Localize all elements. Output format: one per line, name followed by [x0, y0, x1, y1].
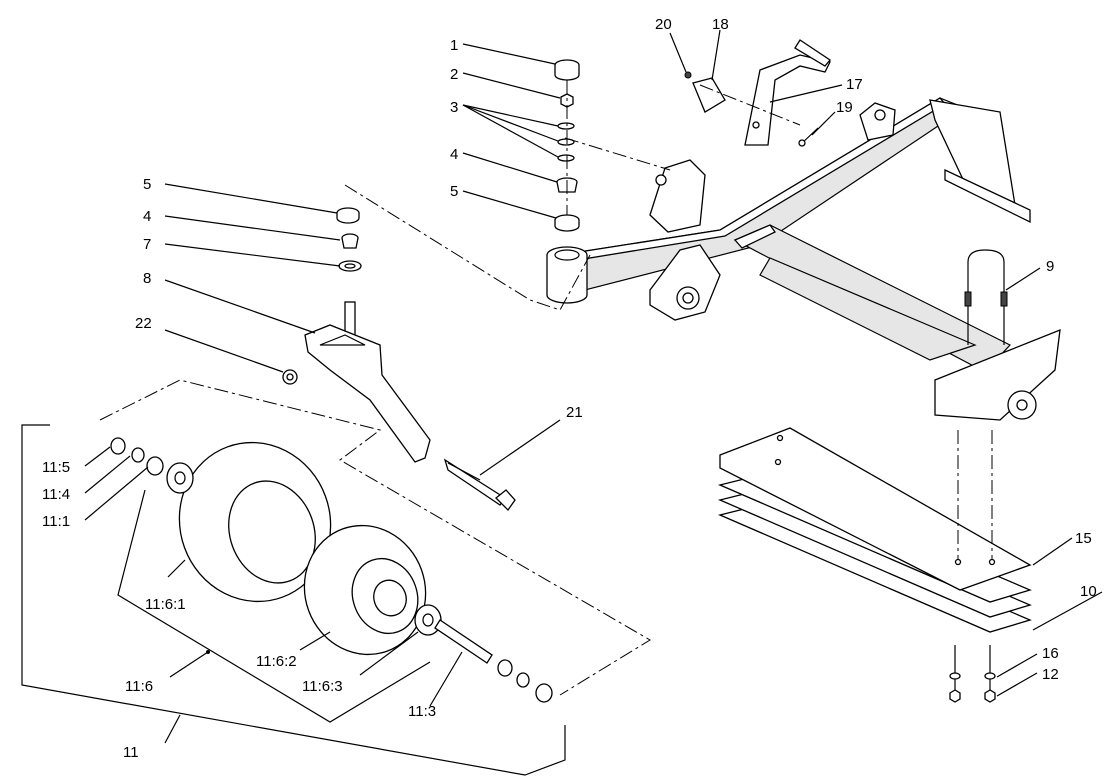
main-frame: [546, 97, 1061, 421]
label-19: 19: [836, 99, 853, 116]
center-lines: [99, 80, 801, 696]
caster-fork-hardware: [336, 207, 362, 272]
label-8: 8: [143, 270, 151, 287]
label-17: 17: [846, 76, 863, 93]
label-11-3: 11:3: [408, 703, 436, 720]
caster-fork: [282, 301, 431, 463]
label-16: 16: [1042, 645, 1059, 662]
bracket-plate: [684, 71, 819, 147]
label-7: 7: [143, 236, 151, 253]
u-bolt: [964, 249, 1008, 345]
label-4-top: 4: [450, 146, 458, 163]
label-11-6: 11:6: [125, 678, 153, 695]
weight-plates: [717, 427, 1032, 703]
label-11-6-2: 11:6:2: [256, 653, 297, 670]
label-21: 21: [566, 404, 583, 421]
label-1: 1: [450, 37, 458, 54]
label-18: 18: [712, 16, 729, 33]
label-4-left: 4: [143, 208, 151, 225]
label-11-6-1: 11:6:1: [145, 596, 186, 613]
label-11-5: 11:5: [42, 459, 70, 476]
hitch-bracket: [744, 39, 831, 146]
part-number-labels: 1 2 3 4 5 20 18 17 19 5 4 7 8 22 9 21 15…: [42, 16, 1097, 761]
label-5-top: 5: [450, 183, 458, 200]
label-5-left: 5: [143, 176, 151, 193]
label-22: 22: [135, 315, 152, 332]
group-bracket-11: [21, 424, 566, 776]
label-2: 2: [450, 66, 458, 83]
wheel-assembly: [110, 437, 553, 703]
spindle-hardware-stack: [554, 59, 580, 232]
label-11-6-3: 11:6:3: [302, 678, 343, 695]
label-20: 20: [655, 16, 672, 33]
label-12: 12: [1042, 666, 1059, 683]
label-11-1: 11:1: [42, 513, 70, 530]
axle-bolt: [443, 458, 516, 512]
label-11-4: 11:4: [42, 486, 70, 503]
label-11: 11: [123, 744, 139, 761]
label-10: 10: [1080, 583, 1097, 600]
label-3: 3: [450, 99, 458, 116]
label-15: 15: [1075, 530, 1092, 547]
label-9: 9: [1046, 258, 1054, 275]
leader-lines: [84, 29, 1103, 744]
